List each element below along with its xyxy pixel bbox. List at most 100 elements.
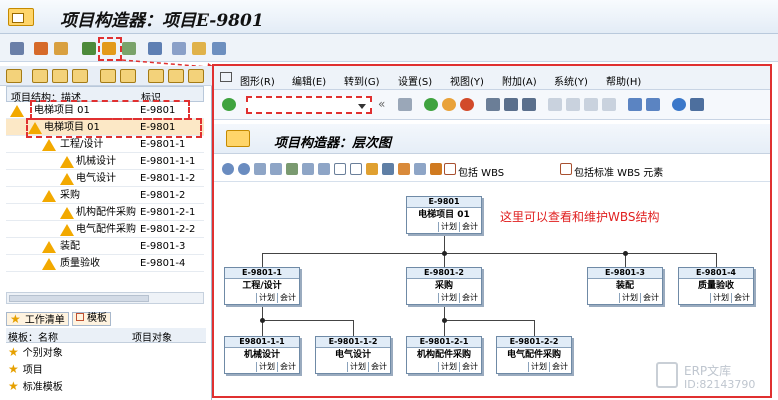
cut-icon[interactable] xyxy=(100,69,116,83)
tree-row[interactable]: 机械设计 E-9801-1-1 xyxy=(6,153,204,170)
menu-help[interactable]: 帮助(H) xyxy=(606,77,642,88)
tree-row[interactable]: 质量验收 E-9801-4 xyxy=(6,255,204,272)
find-icon[interactable] xyxy=(504,98,518,111)
layout-icon[interactable] xyxy=(690,98,704,111)
tree-row[interactable]: 装配 E-9801-3 xyxy=(6,238,204,255)
duplicate-icon[interactable] xyxy=(414,163,426,175)
exit-icon[interactable] xyxy=(442,98,456,111)
wbs-node[interactable]: E-9801-2-1 机构配件采购 计划会计 xyxy=(406,336,482,374)
clock-icon[interactable] xyxy=(192,42,206,55)
include-std-wbs-label[interactable]: 包括标准 WBS 元素 xyxy=(574,168,664,179)
template-item[interactable]: ★标准模板 xyxy=(8,379,63,393)
forward-icon[interactable] xyxy=(54,42,68,55)
collapse-icon[interactable]: « xyxy=(378,97,386,111)
tree-row-selected[interactable]: 电梯项目 01 E-9801 xyxy=(6,119,204,136)
screen-title-bar: 项目构造器：层次图 xyxy=(214,124,770,154)
new-icon[interactable] xyxy=(32,69,48,83)
find-next-icon[interactable] xyxy=(522,98,536,111)
node-footer: 计划会计 xyxy=(528,362,570,372)
menu-graphic[interactable]: 图形(R) xyxy=(240,77,275,88)
first-page-icon[interactable] xyxy=(548,98,562,111)
watermark: ERP文库 ID:82143790 xyxy=(684,364,756,391)
fit-icon[interactable] xyxy=(254,163,266,175)
trash-icon[interactable] xyxy=(382,163,394,175)
connector xyxy=(262,253,716,254)
include-wbs-label[interactable]: 包括 WBS xyxy=(458,168,505,179)
tree-row[interactable]: 机构配件采购 E-9801-2-1 xyxy=(6,204,204,221)
wbs-node[interactable]: E-9801-1 工程/设计 计划会计 xyxy=(224,267,300,305)
wbs-node[interactable]: E-9801-4 质量验收 计划会计 xyxy=(678,267,754,305)
shortcut-icon[interactable] xyxy=(646,98,660,111)
prev-page-icon[interactable] xyxy=(566,98,580,111)
sort-icon[interactable] xyxy=(188,69,204,83)
new-session-icon[interactable] xyxy=(628,98,642,111)
export-icon[interactable] xyxy=(212,42,226,55)
settings-icon[interactable] xyxy=(10,42,24,55)
window-menu-icon[interactable] xyxy=(220,72,232,82)
tab-worklist[interactable]: ★工作清单 xyxy=(6,312,69,326)
wbs-node[interactable]: E9801-1-1 机械设计 计划会计 xyxy=(224,336,300,374)
enter-icon[interactable] xyxy=(222,98,236,111)
hierarchy-graphic-icon[interactable] xyxy=(102,42,116,55)
filter-icon[interactable] xyxy=(168,69,184,83)
print-icon[interactable] xyxy=(486,98,500,111)
include-std-wbs-icon xyxy=(560,163,572,175)
folder-icon[interactable] xyxy=(6,69,22,83)
create-icon[interactable] xyxy=(334,163,346,175)
menu-extras[interactable]: 附加(A) xyxy=(502,77,537,88)
arrange-icon[interactable] xyxy=(318,163,330,175)
wbs-node-root[interactable]: E-9801 电梯项目 01 计划会计 xyxy=(406,196,482,234)
menu-view[interactable]: 视图(Y) xyxy=(450,77,484,88)
tree-row[interactable]: 电气配件采购 E-9801-2-2 xyxy=(6,221,204,238)
copy-icon[interactable] xyxy=(350,163,362,175)
star-icon: ★ xyxy=(10,312,21,326)
tab-template[interactable]: 模板 xyxy=(72,312,111,326)
menu-system[interactable]: 系统(Y) xyxy=(554,77,588,88)
star-icon: ★ xyxy=(8,345,19,359)
scissors-icon[interactable] xyxy=(430,163,442,175)
detail-icon[interactable] xyxy=(286,163,298,175)
menu-bar: 图形(R) 编辑(E) 转到(G) 设置(S) 视图(Y) 附加(A) 系统(Y… xyxy=(214,66,770,90)
folder-icon[interactable] xyxy=(366,163,378,175)
paste-icon[interactable] xyxy=(120,69,136,83)
wbs-icon xyxy=(60,173,74,185)
help-icon[interactable] xyxy=(672,98,686,111)
overview-icon[interactable] xyxy=(302,163,314,175)
horizontal-scrollbar[interactable] xyxy=(6,292,204,304)
table-icon[interactable] xyxy=(148,42,162,55)
tree-col-description: 项目结构：描述 xyxy=(11,93,81,104)
expand-icon[interactable] xyxy=(270,163,282,175)
watermark-logo-icon xyxy=(656,362,678,388)
save-icon[interactable] xyxy=(398,98,412,111)
dropdown-arrow-icon[interactable] xyxy=(358,104,366,109)
delete-icon[interactable] xyxy=(52,69,68,83)
menu-settings[interactable]: 设置(S) xyxy=(398,77,433,88)
menu-edit[interactable]: 编辑(E) xyxy=(292,77,327,88)
link-icon[interactable] xyxy=(398,163,410,175)
library-icon[interactable] xyxy=(148,69,164,83)
tree-row[interactable]: 工程/设计 E-9801-1 xyxy=(6,136,204,153)
network-icon[interactable] xyxy=(122,42,136,55)
menu-goto[interactable]: 转到(G) xyxy=(344,77,380,88)
next-page-icon[interactable] xyxy=(584,98,598,111)
template-item[interactable]: ★项目 xyxy=(8,362,43,376)
back-icon[interactable] xyxy=(34,42,48,55)
wbs-node[interactable]: E-9801-1-2 电气设计 计划会计 xyxy=(315,336,391,374)
command-field[interactable] xyxy=(246,96,372,114)
last-page-icon[interactable] xyxy=(602,98,616,111)
edit-icon[interactable] xyxy=(172,42,186,55)
structure-icon[interactable] xyxy=(82,42,96,55)
wbs-node[interactable]: E-9801-2-2 电气配件采购 计划会计 xyxy=(496,336,572,374)
tree-row[interactable]: 电气设计 E-9801-1-2 xyxy=(6,170,204,187)
connector xyxy=(444,320,445,336)
back-icon[interactable] xyxy=(424,98,438,111)
tree-row[interactable]: 采购 E-9801-2 xyxy=(6,187,204,204)
copy-icon[interactable] xyxy=(72,69,88,83)
scrollbar-thumb[interactable] xyxy=(9,295,149,302)
zoom-in-icon[interactable] xyxy=(222,163,234,175)
template-item[interactable]: ★个别对象 xyxy=(8,345,63,359)
wbs-node[interactable]: E-9801-3 装配 计划会计 xyxy=(587,267,663,305)
zoom-out-icon[interactable] xyxy=(238,163,250,175)
wbs-node[interactable]: E-9801-2 采购 计划会计 xyxy=(406,267,482,305)
cancel-icon[interactable] xyxy=(460,98,474,111)
